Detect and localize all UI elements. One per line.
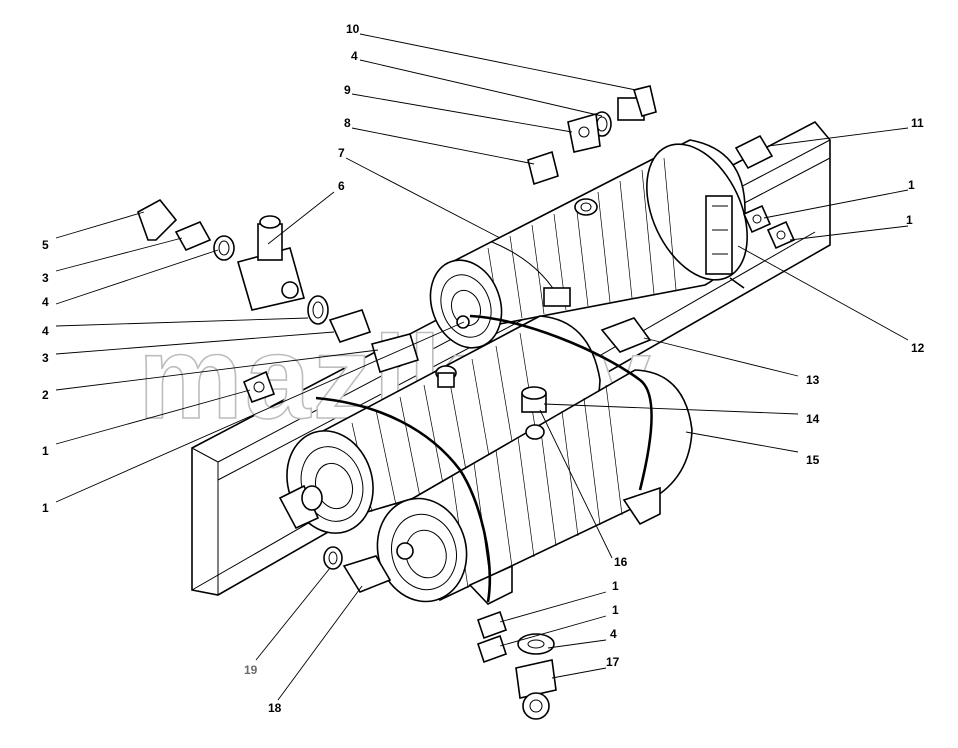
middle-air-receiver	[278, 315, 601, 534]
callout-6: 6	[338, 179, 345, 193]
callout-2: 2	[42, 388, 49, 402]
callout-16: 16	[614, 555, 628, 569]
callout-10: 10	[346, 22, 360, 36]
callout-15: 15	[806, 453, 820, 467]
callout-3: 3	[42, 271, 49, 285]
callout-8: 8	[344, 116, 351, 130]
callout-1: 1	[612, 603, 619, 617]
callout-1: 1	[908, 178, 915, 192]
loose-parts	[137, 85, 796, 720]
callout-1: 1	[42, 501, 49, 515]
callout-9: 9	[344, 83, 351, 97]
callout-18: 18	[268, 701, 282, 715]
leader-lines	[55, 33, 909, 701]
callout-4: 4	[351, 49, 358, 63]
callout-1: 1	[612, 579, 619, 593]
callout-14: 14	[806, 412, 820, 426]
callout-1: 1	[906, 213, 913, 227]
air-lines	[315, 314, 653, 603]
upper-air-receiver	[429, 139, 748, 349]
callout-labels: 10 4 9 8 7 6 11 1 1 5 3 4 4 3 12 2 13 1 …	[42, 22, 925, 715]
callout-12: 12	[911, 341, 925, 355]
callout-4: 4	[42, 324, 49, 338]
callout-11: 11	[911, 116, 924, 130]
lower-air-receiver	[376, 369, 693, 605]
callout-4: 4	[610, 627, 617, 641]
callout-3: 3	[42, 351, 49, 365]
callout-5: 5	[42, 238, 49, 252]
callout-19: 19	[244, 663, 258, 677]
callout-4: 4	[42, 295, 49, 309]
callout-13: 13	[806, 373, 820, 387]
callout-7: 7	[338, 146, 345, 160]
callout-1: 1	[42, 444, 49, 458]
callout-17: 17	[606, 655, 620, 669]
